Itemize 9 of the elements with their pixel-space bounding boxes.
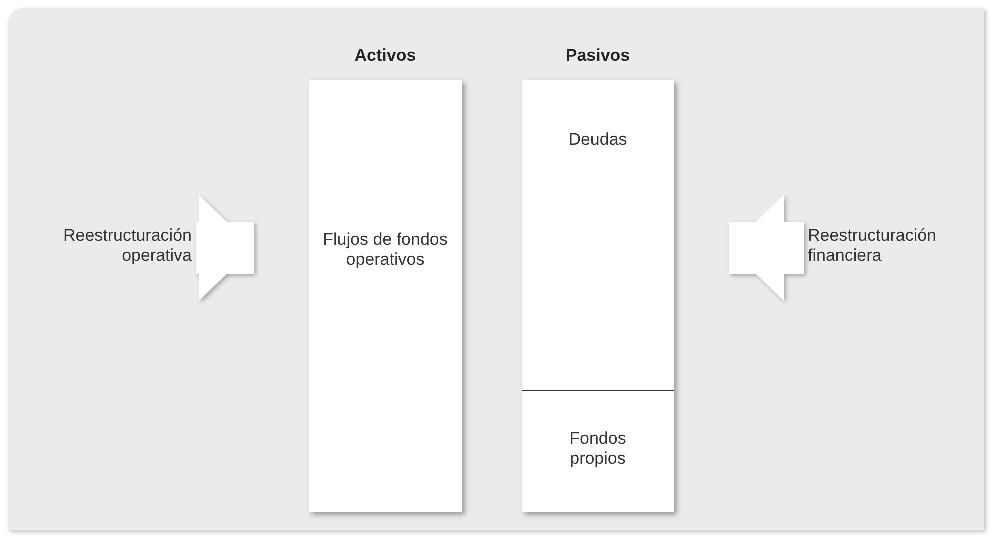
- node-text: Flujos de fondos operativos: [322, 230, 449, 270]
- column-heading: Activos: [354, 46, 418, 66]
- column-heading: Pasivos: [564, 46, 632, 66]
- text-label: Reestructuración financiera: [808, 226, 980, 270]
- text-label: Reestructuración operativa: [20, 226, 192, 270]
- block-arrow: [729, 195, 804, 301]
- block-arrow: [196, 195, 254, 301]
- node-text: Fondos propios: [568, 429, 628, 469]
- node-text: Deudas: [568, 130, 628, 150]
